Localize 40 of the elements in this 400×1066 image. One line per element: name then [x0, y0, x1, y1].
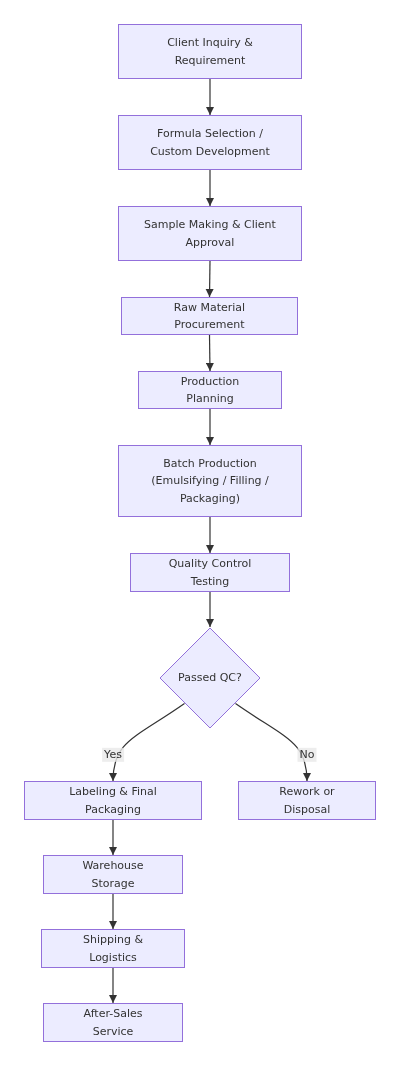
- node-label: Passed QC?: [178, 670, 242, 687]
- node-label: Client Inquiry & Requirement: [166, 35, 254, 69]
- arrow: [234, 702, 311, 782]
- node-label: Formula Selection / Custom Development: [149, 126, 271, 160]
- arrow: [109, 702, 186, 782]
- process-box: [24, 781, 202, 820]
- arrow: [108, 893, 118, 930]
- arrow: [205, 78, 215, 116]
- node-label: Rework or Disposal: [278, 784, 336, 818]
- arrow: [205, 591, 215, 628]
- process-box: [121, 297, 298, 335]
- arrow: [205, 408, 215, 446]
- process-box: [41, 929, 185, 968]
- edge-label: Yes: [102, 747, 124, 763]
- process-box: [118, 206, 302, 261]
- node-label: Production Planning: [179, 373, 241, 407]
- node-label: Shipping & Logistics: [81, 932, 145, 966]
- node-label: Sample Making & Client Approval: [143, 217, 277, 251]
- process-box: [238, 781, 376, 820]
- arrow: [205, 516, 215, 554]
- node-label: Quality Control Testing: [167, 556, 253, 590]
- arrow: [205, 334, 215, 372]
- node-label: After-Sales Service: [82, 1006, 144, 1040]
- node-label: Raw Material Procurement: [172, 299, 247, 333]
- node-label: Labeling & Final Packaging: [68, 784, 158, 818]
- decision-diamond: [159, 627, 261, 729]
- node-label: Batch Production (Emulsifying / Filling / Packaging): [150, 456, 270, 507]
- process-box: [43, 855, 183, 894]
- process-box: [130, 553, 290, 592]
- process-box: [118, 115, 302, 170]
- arrow: [108, 967, 118, 1004]
- arrow: [205, 260, 214, 298]
- arrow: [108, 819, 118, 856]
- process-box: [43, 1003, 183, 1042]
- process-box: [138, 371, 282, 409]
- edge-label: No: [297, 747, 317, 763]
- arrow: [205, 169, 215, 207]
- process-box: [118, 445, 302, 517]
- process-box: [118, 24, 302, 79]
- node-label: Warehouse Storage: [81, 858, 145, 892]
